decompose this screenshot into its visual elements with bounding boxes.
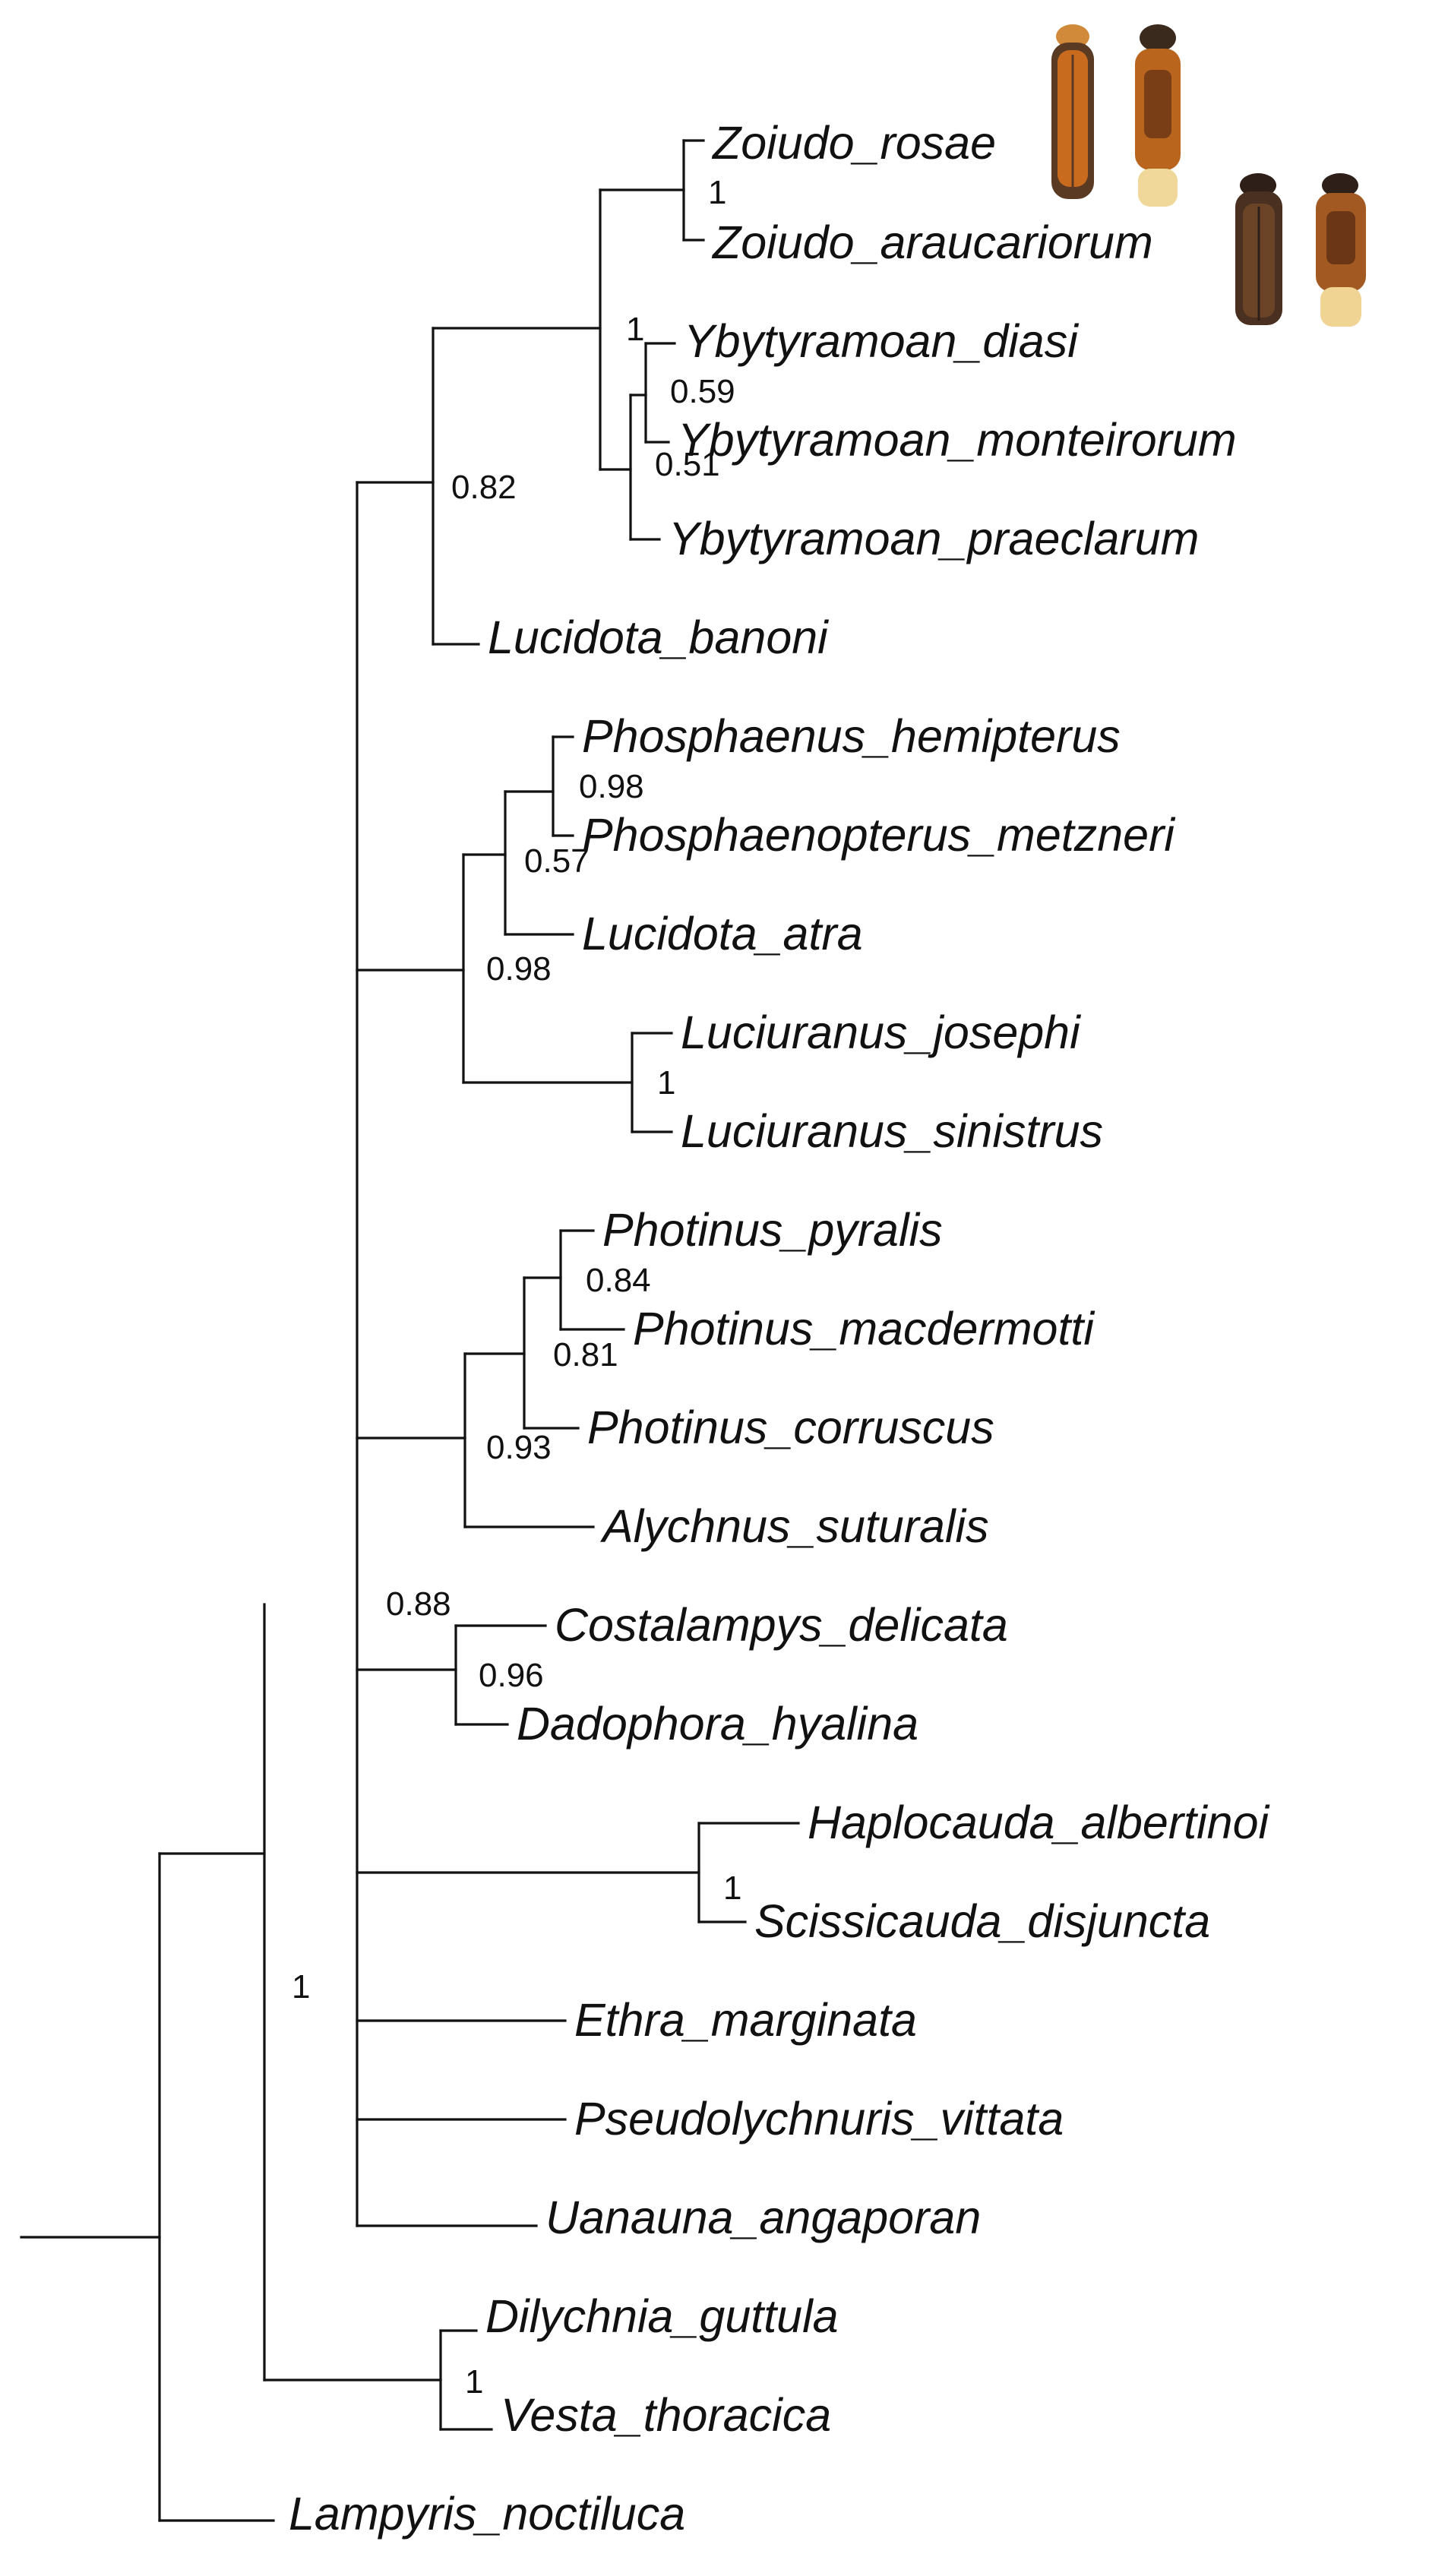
taxon-pseudolychnuris-vittata: Pseudolychnuris_vittata [574, 2093, 1064, 2145]
support-value: 0.98 [579, 768, 644, 805]
taxon-photinus-macdermotti: Photinus_macdermotti [633, 1303, 1095, 1354]
beetle-specimen-zoiudo-rosae [1051, 24, 1181, 207]
support-value: 0.98 [486, 950, 552, 988]
support-value: 1 [626, 311, 644, 348]
taxon-lucidota-atra: Lucidota_atra [582, 908, 863, 959]
taxon-lucidota-banoni: Lucidota_banoni [488, 612, 829, 663]
support-value: 0.51 [655, 446, 720, 483]
support-value: 0.82 [451, 469, 517, 506]
taxon-haplocauda-albertinoi: Haplocauda_albertinoi [808, 1797, 1269, 1848]
taxon-luciuranus-josephi: Luciuranus_josephi [681, 1007, 1081, 1058]
taxon-scissicauda-disjuncta: Scissicauda_disjuncta [754, 1895, 1210, 1947]
support-value: 0.96 [479, 1657, 544, 1694]
taxon-dadophora-hyalina: Dadophora_hyalina [517, 1698, 918, 1749]
taxon-lampyris-noctiluca: Lampyris_noctiluca [289, 2488, 685, 2540]
taxon-phosphaenopterus-metzneri: Phosphaenopterus_metzneri [582, 809, 1175, 861]
taxon-phosphaenus-hemipterus: Phosphaenus_hemipterus [582, 710, 1121, 762]
support-value: 1 [292, 1968, 310, 2005]
support-value: 0.84 [586, 1262, 651, 1299]
support-value: 0.93 [486, 1429, 552, 1466]
support-value: 1 [708, 174, 726, 211]
taxon-ybytyramoan-praeclarum: Ybytyramoan_praeclarum [669, 513, 1199, 564]
taxon-ybytyramoan-diasi: Ybytyramoan_diasi [684, 315, 1079, 367]
support-value: 0.59 [670, 373, 735, 410]
support-value: 0.81 [553, 1336, 618, 1373]
support-value: 0.57 [524, 842, 590, 880]
taxon-zoiudo-rosae: Zoiudo_rosae [711, 117, 996, 169]
taxon-uanauna-angaporan: Uanauna_angaporan [545, 2192, 981, 2243]
support-value: 0.88 [386, 1585, 451, 1623]
beetle-specimen-zoiudo-araucariorum [1235, 173, 1366, 327]
taxon-vesta-thoracica: Vesta_thoracica [501, 2389, 831, 2441]
tree-branches [20, 139, 800, 2522]
support-value: 1 [465, 2363, 483, 2401]
taxon-ethra-marginata: Ethra_marginata [574, 1994, 917, 2046]
support-value: 1 [723, 1870, 741, 1907]
support-value: 1 [657, 1064, 675, 1102]
taxon-ybytyramoan-monteirorum: Ybytyramoan_monteirorum [678, 414, 1237, 466]
taxon-zoiudo-araucariorum: Zoiudo_araucariorum [711, 217, 1153, 268]
taxon-photinus-pyralis: Photinus_pyralis [602, 1204, 943, 1256]
taxon-costalampys-delicata: Costalampys_delicata [555, 1599, 1008, 1651]
taxon-luciuranus-sinistrus: Luciuranus_sinistrus [681, 1105, 1103, 1157]
taxon-alychnus-suturalis: Alychnus_suturalis [599, 1500, 989, 1552]
taxon-dilychnia-guttula: Dilychnia_guttula [485, 2290, 839, 2342]
taxon-photinus-corruscus: Photinus_corruscus [587, 1402, 994, 1453]
